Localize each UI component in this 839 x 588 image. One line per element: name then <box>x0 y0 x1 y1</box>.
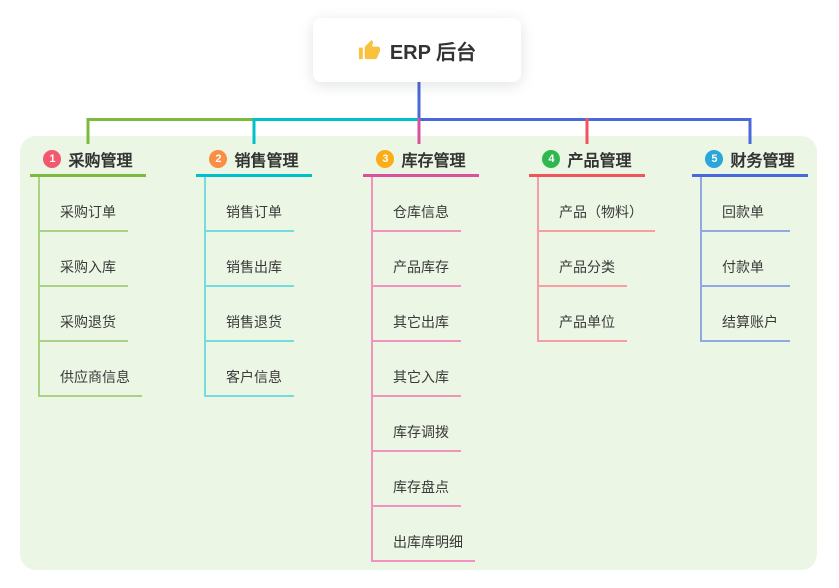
branch-header-purchase[interactable]: 1 采购管理 <box>30 144 146 177</box>
branch-title: 产品管理 <box>567 153 632 170</box>
node-item[interactable]: 库存调拨 <box>373 397 461 452</box>
node-item[interactable]: 采购订单 <box>40 177 128 232</box>
branch-title: 财务管理 <box>730 153 795 170</box>
thumbs-up-icon <box>358 39 380 59</box>
branch-children: 采购订单 采购入库 采购退货 供应商信息 <box>38 177 142 397</box>
mindmap-background-panel <box>20 136 817 570</box>
branch-children: 仓库信息 产品库存 其它出库 其它入库 库存调拨 库存盘点 出库库明细 <box>371 177 475 562</box>
node-item[interactable]: 供应商信息 <box>40 342 142 397</box>
branch-header-finance[interactable]: 5 财务管理 <box>692 144 808 177</box>
node-item[interactable]: 产品分类 <box>539 232 627 287</box>
node-item[interactable]: 付款单 <box>702 232 790 287</box>
node-item[interactable]: 采购退货 <box>40 287 128 342</box>
node-item[interactable]: 出库库明细 <box>373 507 475 562</box>
branch-header-inventory[interactable]: 3 库存管理 <box>363 144 479 177</box>
node-item[interactable]: 产品单位 <box>539 287 627 342</box>
node-item[interactable]: 回款单 <box>702 177 790 232</box>
branch-children: 回款单 付款单 结算账户 <box>700 177 790 342</box>
root-node[interactable]: ERP 后台 <box>313 18 521 82</box>
node-item[interactable]: 产品库存 <box>373 232 461 287</box>
branch-number-badge: 1 <box>43 150 62 168</box>
root-title: ERP 后台 <box>389 41 477 64</box>
branch-number-badge: 4 <box>542 150 561 168</box>
node-item[interactable]: 采购入库 <box>40 232 128 287</box>
branch-header-product[interactable]: 4 产品管理 <box>529 144 645 177</box>
node-item[interactable]: 库存盘点 <box>373 452 461 507</box>
node-item[interactable]: 销售退货 <box>206 287 294 342</box>
branch-title: 库存管理 <box>401 153 466 170</box>
branch-purchase: 1 采购管理 采购订单 采购入库 采购退货 供应商信息 <box>30 144 146 397</box>
branch-finance: 5 财务管理 回款单 付款单 结算账户 <box>692 144 808 342</box>
node-item[interactable]: 仓库信息 <box>373 177 461 232</box>
branch-inventory: 3 库存管理 仓库信息 产品库存 其它出库 其它入库 库存调拨 库存盘点 出库库… <box>363 144 479 562</box>
branch-title: 采购管理 <box>68 153 133 170</box>
node-item[interactable]: 客户信息 <box>206 342 294 397</box>
node-item[interactable]: 其它出库 <box>373 287 461 342</box>
node-item[interactable]: 产品（物料） <box>539 177 655 232</box>
branch-number-badge: 5 <box>705 150 724 168</box>
node-item[interactable]: 销售出库 <box>206 232 294 287</box>
branch-header-sales[interactable]: 2 销售管理 <box>196 144 312 177</box>
branch-children: 产品（物料） 产品分类 产品单位 <box>537 177 655 342</box>
branch-children: 销售订单 销售出库 销售退货 客户信息 <box>204 177 294 397</box>
node-item[interactable]: 结算账户 <box>702 287 790 342</box>
branch-number-badge: 2 <box>209 150 228 168</box>
branch-sales: 2 销售管理 销售订单 销售出库 销售退货 客户信息 <box>196 144 312 397</box>
node-item[interactable]: 其它入库 <box>373 342 461 397</box>
node-item[interactable]: 销售订单 <box>206 177 294 232</box>
branch-product: 4 产品管理 产品（物料） 产品分类 产品单位 <box>529 144 655 342</box>
branch-title: 销售管理 <box>234 153 299 170</box>
branch-number-badge: 3 <box>376 150 395 168</box>
